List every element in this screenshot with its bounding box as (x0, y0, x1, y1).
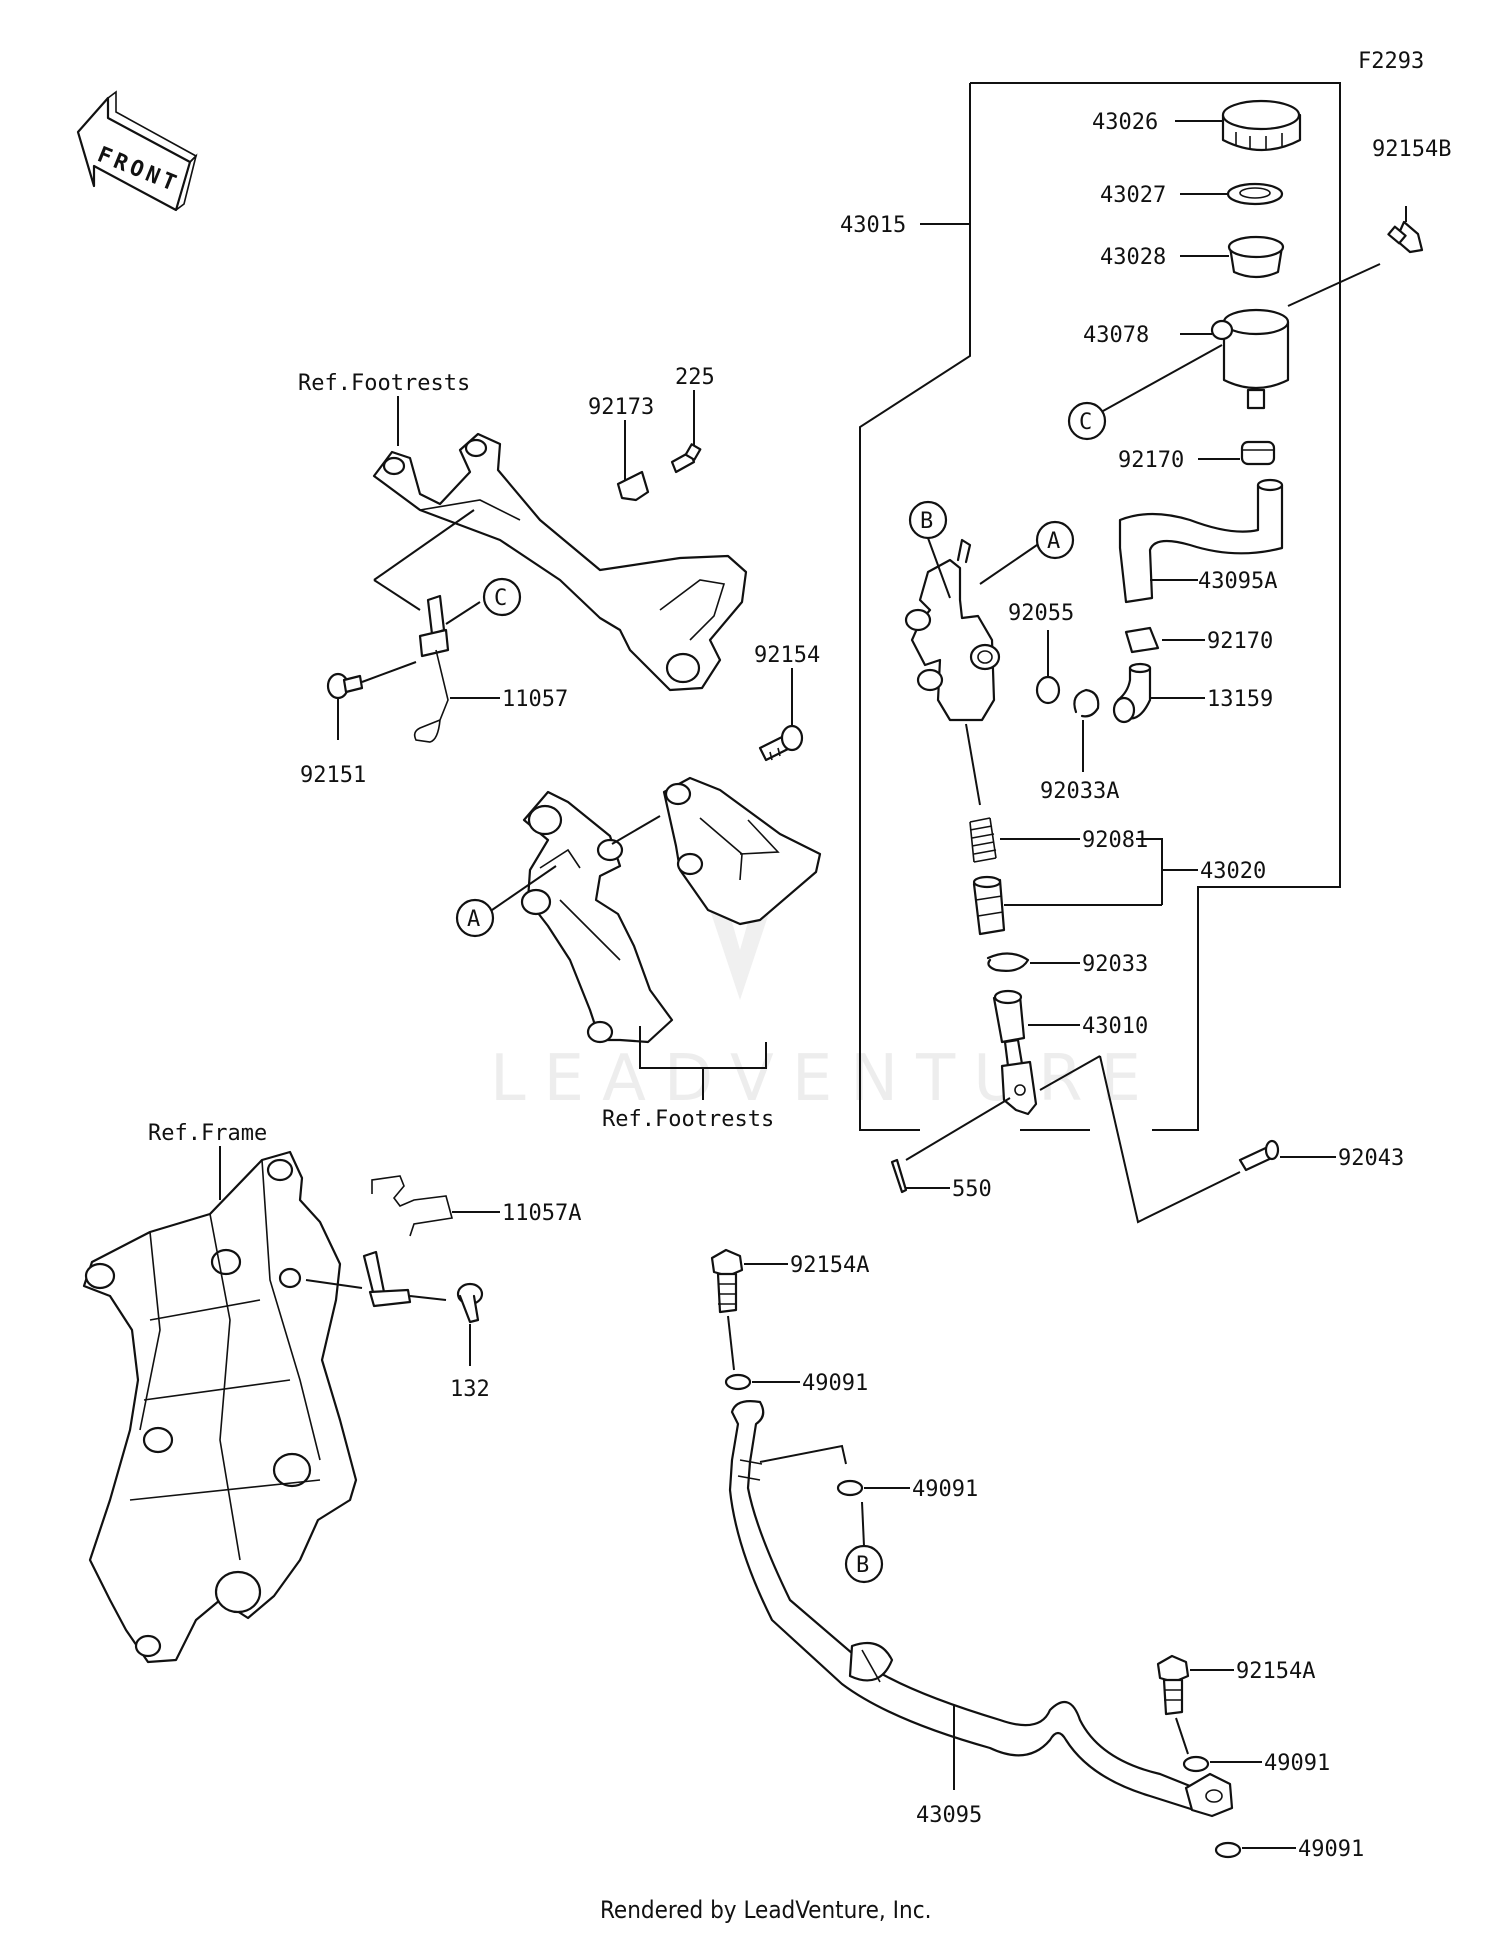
label-11057A: 11057A (502, 1201, 581, 1226)
washer-49091-a (724, 1373, 752, 1391)
callout-c-bracket (482, 577, 522, 617)
banjo-bolt-top (710, 1248, 744, 1314)
footer-credit: Rendered by LeadVenture, Inc. (600, 1896, 931, 1924)
footrest-plate (662, 776, 822, 926)
callout-b-hose (844, 1544, 884, 1584)
label-49091-c: 49091 (1264, 1751, 1330, 1776)
label-43020: 43020 (1200, 859, 1266, 884)
callout-c-text: C (1079, 410, 1092, 435)
brake-hose (728, 1400, 1234, 1818)
bolt-132 (456, 1282, 484, 1324)
ref-footrests-top: Ref.Footrests (298, 371, 470, 396)
label-92170-bottom: 92170 (1207, 629, 1273, 654)
label-92154: 92154 (754, 643, 820, 668)
washer-49091-c (1182, 1755, 1210, 1773)
label-49091-b: 49091 (912, 1477, 978, 1502)
label-43026: 43026 (1092, 110, 1158, 135)
callout-b-hose-text: B (856, 1553, 869, 1578)
hose-clamp-top (1240, 440, 1276, 466)
label-43095A: 43095A (1198, 569, 1277, 594)
label-92081: 92081 (1082, 828, 1148, 853)
pin-92043 (1238, 1139, 1280, 1172)
bolt-92154B (1387, 220, 1424, 254)
hose-fitting (1112, 662, 1152, 724)
callout-a-cylinder (1035, 520, 1075, 560)
master-cylinder-body (904, 538, 1001, 722)
label-92055: 92055 (1008, 601, 1074, 626)
callout-c-bracket-text: C (494, 586, 507, 611)
label-43015: 43015 (840, 213, 906, 238)
spring-11057A (371, 1175, 454, 1237)
label-550: 550 (952, 1177, 992, 1202)
washer-49091-d (1214, 1841, 1242, 1859)
label-49091-a: 49091 (802, 1371, 868, 1396)
label-43095: 43095 (916, 1803, 982, 1828)
assembly-box-43015 (859, 82, 1341, 1131)
reservoir-hose (1118, 478, 1284, 604)
callout-a-pedal (455, 898, 495, 938)
footrest-bracket-top (372, 432, 748, 692)
spring-92081 (969, 817, 997, 863)
ref-frame: Ref.Frame (148, 1121, 267, 1146)
label-43078: 43078 (1083, 323, 1149, 348)
label-49091-d: 49091 (1298, 1837, 1364, 1862)
circlip-92033 (986, 952, 1030, 972)
callout-a-pedal-text: A (467, 907, 480, 932)
label-92154A-bottom: 92154A (1236, 1659, 1315, 1684)
reservoir-cap (1221, 99, 1302, 152)
label-92043: 92043 (1338, 1146, 1404, 1171)
callout-c-reservoir (1067, 401, 1107, 441)
o-ring-92055 (1035, 675, 1061, 705)
diaphragm-plate (1226, 182, 1284, 206)
brake-pedal (520, 790, 674, 1044)
label-11057: 11057 (502, 687, 568, 712)
bracket-92173 (616, 470, 650, 502)
label-92033: 92033 (1082, 952, 1148, 977)
label-225: 225 (675, 365, 715, 390)
switch-bracket-11057 (413, 594, 450, 743)
cotter-pin-550 (890, 1158, 908, 1194)
callout-a-cyl-text: A (1047, 529, 1060, 554)
piston (972, 875, 1006, 936)
label-92154A-top: 92154A (790, 1253, 869, 1278)
reservoir (1210, 308, 1290, 410)
figure-code: F2293 (1358, 49, 1424, 74)
banjo-bolt-bottom (1156, 1654, 1190, 1716)
diaphragm (1227, 235, 1285, 279)
label-132: 132 (450, 1377, 490, 1402)
label-43027: 43027 (1100, 183, 1166, 208)
hose-clamp-bottom (1124, 626, 1160, 654)
frame (82, 1150, 358, 1664)
pushrod (992, 989, 1038, 1116)
circlip-92033A (1073, 688, 1100, 718)
label-13159: 13159 (1207, 687, 1273, 712)
label-92154B: 92154B (1372, 137, 1451, 162)
washer-49091-b (836, 1479, 864, 1497)
label-92151: 92151 (300, 763, 366, 788)
label-92173: 92173 (588, 395, 654, 420)
label-43028: 43028 (1100, 245, 1166, 270)
label-43010: 43010 (1082, 1014, 1148, 1039)
callout-b-cyl-text: B (920, 509, 933, 534)
ref-footrests-bottom: Ref.Footrests (602, 1107, 774, 1132)
label-92170-top: 92170 (1118, 448, 1184, 473)
front-arrow-icon: FRONT (76, 90, 198, 212)
bolt-92151 (326, 672, 364, 700)
screw-225 (670, 443, 702, 474)
bracket-frame (362, 1250, 412, 1308)
bolt-92154 (758, 724, 804, 762)
label-92033A: 92033A (1040, 779, 1119, 804)
